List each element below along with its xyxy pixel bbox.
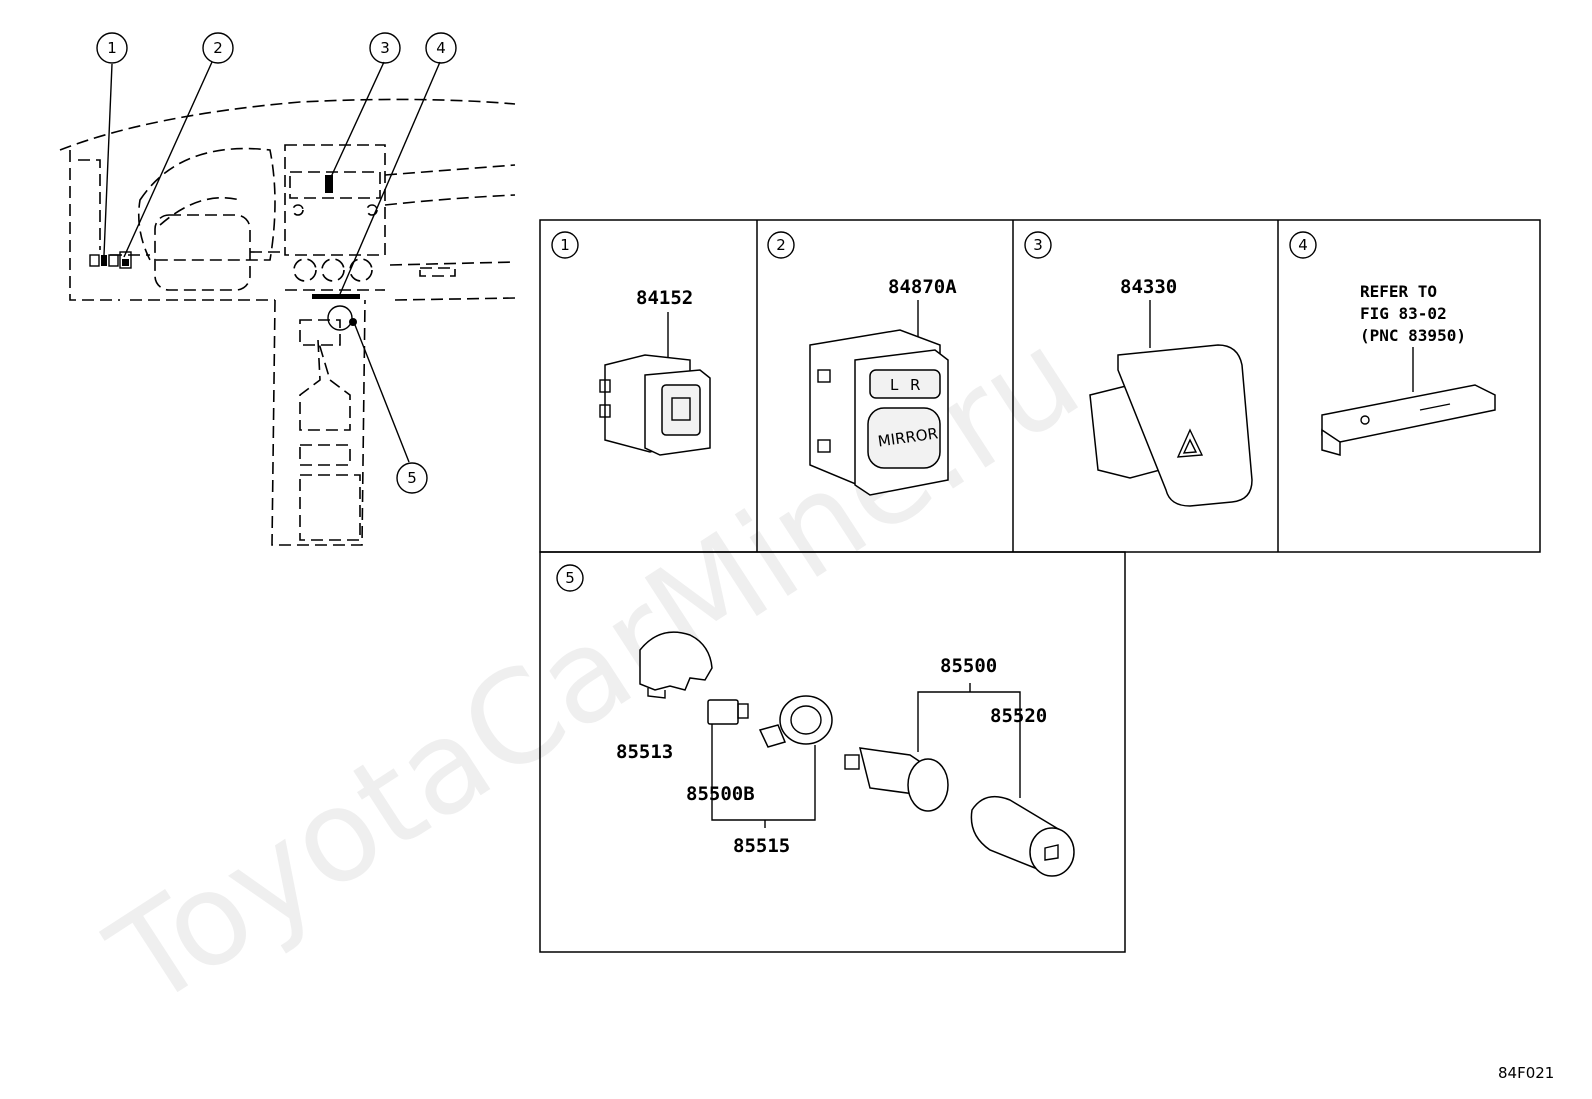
lighter-plug-icon — [970, 795, 1075, 877]
clock-panel-icon — [1321, 384, 1496, 456]
panel-5-frame — [539, 551, 1126, 953]
overview-callout-3: 3 — [369, 32, 401, 64]
overview-callout-2: 2 — [202, 32, 234, 64]
leader-1 — [103, 63, 113, 256]
figure-code: 84F021 — [1498, 1064, 1554, 1082]
svg-text:L: L — [890, 376, 899, 394]
hazard-switch-icon — [1089, 344, 1253, 507]
part-number-85500: 85500 — [940, 655, 997, 677]
part-number-85500B: 85500B — [686, 783, 755, 805]
part-number-84152: 84152 — [636, 287, 693, 309]
svg-text:R: R — [910, 376, 920, 394]
overview-callout-5: 5 — [396, 462, 428, 494]
leader-3 — [330, 61, 385, 178]
bulb-holder-icon — [707, 699, 749, 725]
lighter-socket-body-icon — [844, 747, 949, 812]
refer-to-line-2: FIG 83-02 — [1360, 304, 1447, 323]
panel-5: 5 85513 85500B 85515 — [556, 564, 1075, 877]
panel-1: 1 84152 — [551, 231, 711, 456]
overview-callout-1: 1 — [96, 32, 128, 64]
svg-text:4: 4 — [436, 39, 446, 57]
mirror-lock-switch-icon — [599, 354, 711, 456]
refer-to-line-3: (PNC 83950) — [1360, 326, 1466, 345]
cigarette-lighter-ring-icon — [639, 631, 713, 699]
mirror-control-switch-icon: L R MIRROR — [809, 329, 949, 496]
svg-text:4: 4 — [1298, 236, 1308, 254]
svg-text:3: 3 — [1033, 236, 1043, 254]
leader-2 — [123, 61, 213, 258]
part-number-85520: 85520 — [990, 705, 1047, 727]
part-number-84330: 84330 — [1120, 276, 1177, 298]
leader-4 — [339, 61, 441, 295]
svg-text:2: 2 — [213, 39, 223, 57]
svg-text:5: 5 — [407, 469, 417, 487]
leader-5 — [354, 324, 410, 463]
part-number-84870A: 84870A — [888, 276, 957, 298]
refer-to-line-1: REFER TO — [1360, 282, 1437, 301]
lighter-socket-ring-icon — [758, 695, 833, 748]
overview-callout-4: 4 — [425, 32, 457, 64]
dashboard-overview — [59, 61, 516, 546]
panel-3: 3 84330 — [1024, 231, 1253, 507]
panel-2: 2 84870A L R MIRROR — [767, 231, 957, 496]
svg-text:2: 2 — [776, 236, 786, 254]
svg-text:3: 3 — [380, 39, 390, 57]
svg-text:5: 5 — [565, 569, 575, 587]
part-number-85515: 85515 — [733, 835, 790, 857]
svg-text:1: 1 — [107, 39, 117, 57]
part-number-85513: 85513 — [616, 741, 673, 763]
panel-4: 4 REFER TO FIG 83-02 (PNC 83950) — [1289, 231, 1496, 456]
svg-text:1: 1 — [560, 236, 570, 254]
